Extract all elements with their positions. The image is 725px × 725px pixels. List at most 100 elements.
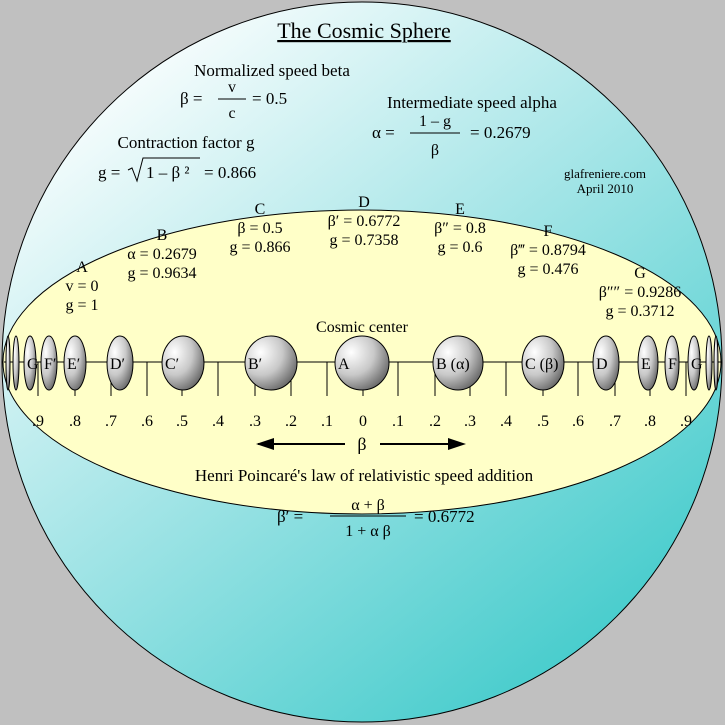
- tick-label: .3: [249, 413, 261, 430]
- law-heading: Henri Poincaré's law of relativistic spe…: [195, 466, 534, 485]
- state-l1: α = 0.2679: [127, 246, 196, 263]
- state-l1: β = 0.5: [237, 220, 282, 237]
- sphere-left: [244, 335, 298, 391]
- tick-label: .7: [105, 413, 117, 430]
- sphere-left: [161, 335, 205, 391]
- state-name: E: [455, 201, 465, 218]
- sphere-left-label: C′: [165, 356, 179, 373]
- sphere-left-label: B′: [248, 356, 262, 373]
- sphere-right: [637, 335, 659, 391]
- law-rhs: = 0.6772: [414, 507, 475, 526]
- state-l2: g = 0.7358: [329, 232, 398, 249]
- sphere-right: [664, 335, 680, 391]
- tick-label: .1: [392, 413, 404, 430]
- g-rhs: = 0.866: [204, 163, 256, 182]
- tick-label: .1: [321, 413, 333, 430]
- alpha-den: β: [431, 142, 439, 159]
- tick-label: .5: [176, 413, 188, 430]
- law-num: α + β: [351, 497, 385, 514]
- state-name: D: [358, 194, 370, 211]
- tick-label: .6: [572, 413, 584, 430]
- sphere-right-label: E: [641, 356, 651, 373]
- tick-label: .9: [32, 413, 44, 430]
- state-name: G: [634, 265, 646, 282]
- sphere-left-label: F′: [44, 356, 56, 373]
- alpha-num: 1 – g: [419, 113, 451, 130]
- state-l2: g = 0.3712: [605, 303, 674, 320]
- alpha-lhs: α =: [372, 123, 395, 142]
- sphere-right: [592, 335, 620, 391]
- cosmic-center-label: Cosmic center: [316, 319, 409, 336]
- tick-label: .2: [285, 413, 297, 430]
- arrowhead-right-icon: [448, 438, 466, 450]
- sqrt-sign: [127, 157, 200, 183]
- state-l2: g = 0.866: [229, 239, 290, 256]
- tick-label: .4: [500, 413, 512, 430]
- state-labels: Av = 0 g = 1 Bα = 0.2679 g = 0.9634 Cβ = 0.5…: [65, 194, 681, 320]
- state-l2: g = 1: [65, 297, 98, 314]
- state-name: F: [544, 223, 553, 240]
- g-radicand: 1 – β ²: [146, 163, 190, 182]
- sphere-tiny: [5, 335, 11, 391]
- beta-den: c: [228, 105, 235, 122]
- beta-lhs: β =: [180, 89, 203, 108]
- law-den: 1 + α β: [345, 523, 391, 540]
- tick-label: .4: [212, 413, 224, 430]
- credit-site: glafreniere.com: [564, 166, 646, 181]
- credit-date: April 2010: [577, 181, 634, 196]
- state-l2: g = 0.6: [437, 239, 482, 256]
- beta-num: v: [228, 79, 236, 96]
- arrowhead-left-icon: [256, 438, 274, 450]
- sphere-tiny: [12, 335, 20, 391]
- sphere-right-label: A: [338, 356, 350, 373]
- tick-label: .6: [141, 413, 153, 430]
- sphere-left: [23, 335, 37, 391]
- sphere-left-label: E′: [67, 356, 80, 373]
- sphere-right-label: C (β): [525, 356, 558, 373]
- tick-label: .2: [429, 413, 441, 430]
- state-l1: β″ = 0.8: [434, 220, 486, 237]
- state-name: B: [157, 227, 168, 244]
- state-l1: β″″ = 0.9286: [599, 284, 682, 301]
- sphere-right: [334, 335, 390, 391]
- g-lhs: g =: [98, 163, 120, 182]
- state-name: C: [255, 201, 266, 218]
- state-l2: g = 0.9634: [127, 265, 196, 282]
- sphere-tiny: [713, 335, 719, 391]
- sphere-right-label: D: [596, 356, 608, 373]
- beta-rhs: = 0.5: [252, 89, 287, 108]
- sphere-right: [432, 335, 484, 391]
- tick-label: .3: [464, 413, 476, 430]
- tick-label: .7: [609, 413, 621, 430]
- state-l2: g = 0.476: [517, 261, 578, 278]
- tick-label: .9: [680, 413, 692, 430]
- sphere-left: [63, 335, 87, 391]
- law-lhs: β′ =: [277, 507, 303, 526]
- sphere-tiny: [705, 335, 713, 391]
- state-l1: v = 0: [65, 278, 98, 295]
- tick-label: .8: [69, 413, 81, 430]
- tick-label: 0: [359, 413, 367, 430]
- sphere-right-label: G: [691, 356, 703, 373]
- state-name: A: [76, 259, 88, 276]
- sphere-right-label: F: [668, 356, 677, 373]
- state-l1: β‴ = 0.8794: [510, 242, 586, 259]
- sphere-left: [40, 335, 58, 391]
- axis-beta-symbol: β: [357, 434, 366, 454]
- g-heading: Contraction factor g: [118, 133, 255, 152]
- alpha-heading: Intermediate speed alpha: [387, 93, 557, 112]
- diagram-title: The Cosmic Sphere: [277, 18, 451, 43]
- sphere-left-label: D′: [110, 356, 125, 373]
- alpha-rhs: = 0.2679: [470, 123, 531, 142]
- state-l1: β′ = 0.6772: [328, 213, 401, 230]
- beta-heading: Normalized speed beta: [194, 61, 350, 80]
- sphere-left: [106, 335, 134, 391]
- sphere-right: [687, 335, 701, 391]
- tick-label: .5: [537, 413, 549, 430]
- sphere-left-label: G: [27, 356, 39, 373]
- tick-label: .8: [644, 413, 656, 430]
- sphere-right: [521, 335, 565, 391]
